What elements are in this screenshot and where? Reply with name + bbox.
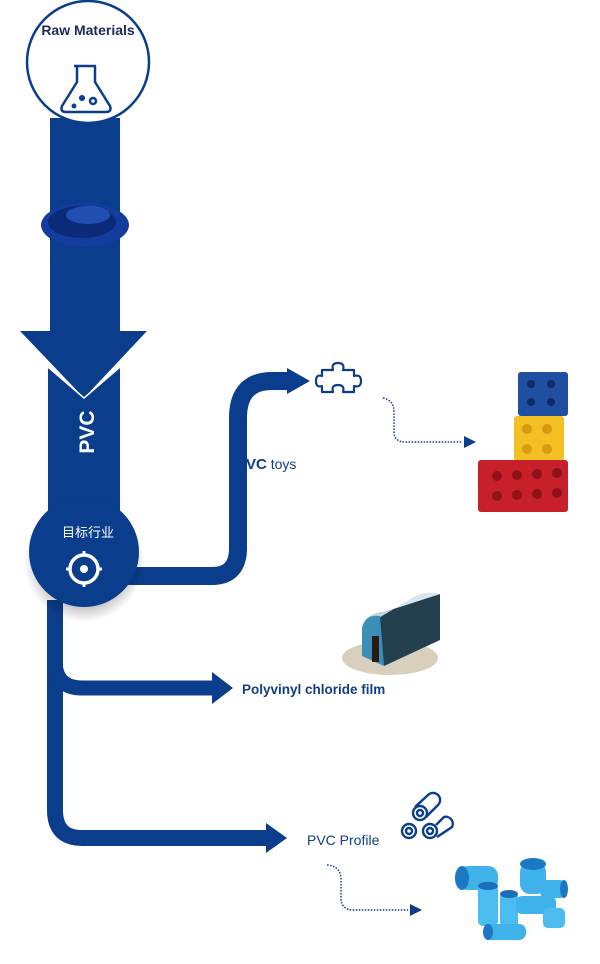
target-icon — [66, 551, 102, 587]
toys-dotted-connector — [382, 397, 462, 443]
puzzle-icon — [314, 361, 363, 394]
greenhouse-image — [342, 592, 440, 675]
branch-toys-label-bold: PVC — [236, 456, 267, 473]
branch-profile-arrow — [266, 823, 287, 853]
raw-materials-title: Raw Materials — [41, 22, 135, 38]
pipe-fittings-image — [455, 858, 568, 940]
branch-toys-label-rest: toys — [266, 456, 297, 472]
toy-bricks-image — [478, 372, 568, 512]
branch-toys-arrow — [287, 368, 310, 394]
pvc-shaft — [48, 368, 120, 530]
pvc-label: PVC — [76, 410, 99, 454]
branch-toys-line — [118, 372, 290, 585]
branch-film-arrow — [212, 672, 233, 704]
profile-dotted-connector — [326, 864, 408, 911]
branch-film-line — [47, 659, 215, 696]
pipes-icon — [400, 791, 454, 840]
raw-materials-node — [25, 0, 151, 125]
main-arrow-head — [20, 331, 147, 398]
hub-title: 目标行业 — [61, 525, 114, 540]
pvc-granules-image — [41, 203, 129, 247]
branch-profile-label: PVC Profile — [307, 832, 380, 848]
flask-icon — [60, 64, 112, 114]
branch-toys-label: PVC toys — [236, 456, 296, 473]
trunk-line — [47, 600, 268, 846]
branch-film-label: Polyvinyl chloride film — [242, 682, 386, 697]
